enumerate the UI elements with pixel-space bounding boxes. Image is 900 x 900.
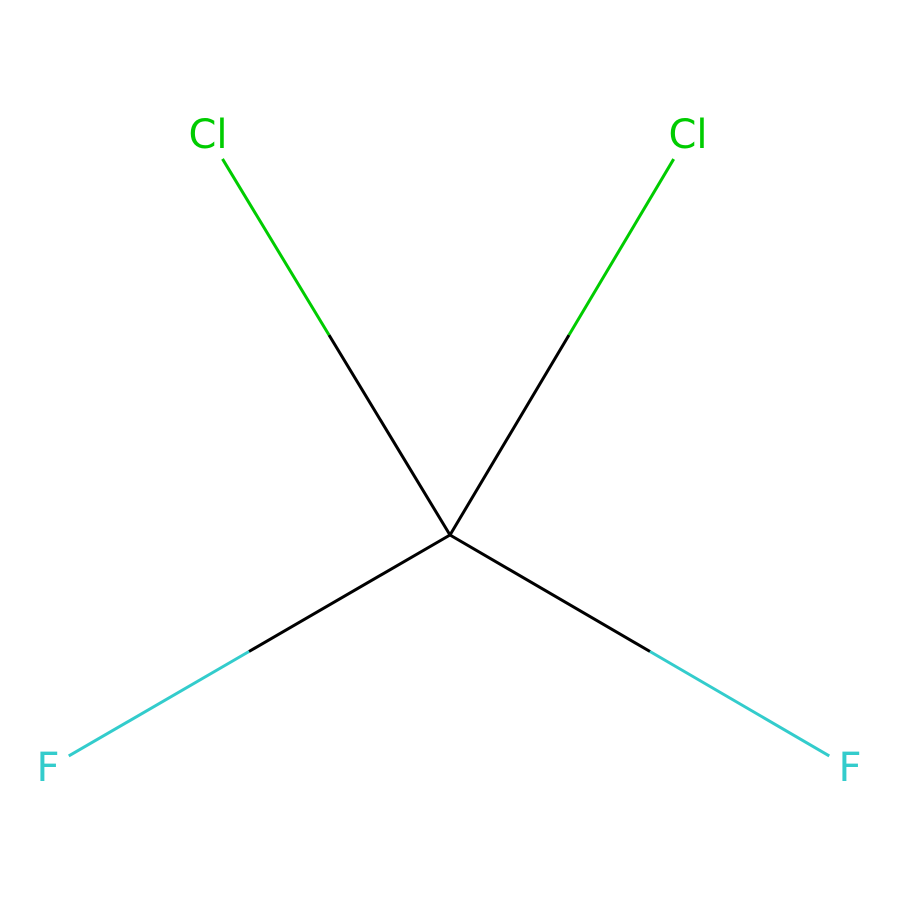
atom-label-cl2: Cl <box>668 112 707 158</box>
atom-label-cl1: Cl <box>188 112 227 158</box>
atom-label-f2: F <box>838 745 861 791</box>
bond-c1-f1-half-2 <box>68 650 250 758</box>
bond-c1-f1-half-1 <box>248 533 451 653</box>
bond-c1-cl2-half-2 <box>567 158 675 336</box>
bond-c1-cl1-half-2 <box>221 158 331 336</box>
bond-c1-f2-half-2 <box>649 650 831 758</box>
bond-c1-cl2-half-1 <box>448 334 571 536</box>
bonds-layer <box>68 158 831 758</box>
bond-c1-cl1-half-1 <box>327 334 452 536</box>
bond-c1-f2-half-1 <box>449 533 651 653</box>
atom-labels-layer: Cl ClF F <box>36 112 861 791</box>
atom-label-f1: F <box>36 745 59 791</box>
